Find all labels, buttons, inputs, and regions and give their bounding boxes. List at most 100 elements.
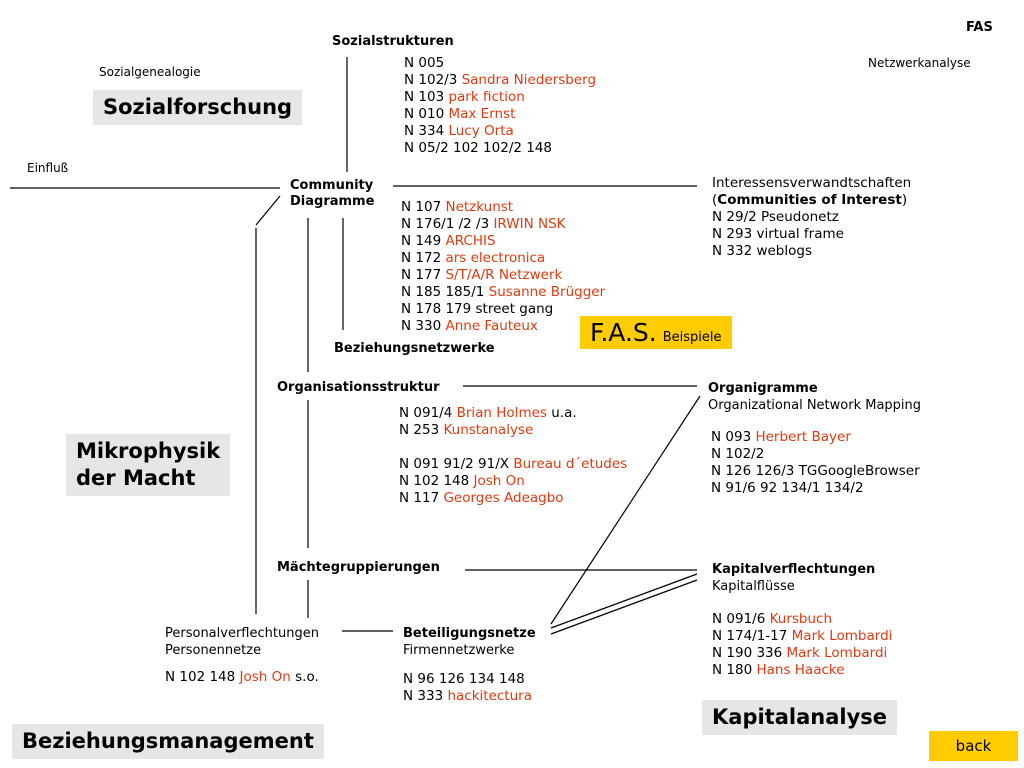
personal-label-line1: Personalverflechtungen: [165, 626, 319, 641]
einfluss-label: Einfluß: [27, 161, 69, 175]
beziehungsmanagement-box: Beziehungsmanagement: [12, 724, 324, 759]
personal-list: N 102 148 Josh On s.o.: [165, 669, 319, 686]
item-name-link[interactable]: Josh On: [473, 473, 525, 489]
item-ref: N 005: [404, 55, 445, 71]
list-item: N 103 park fiction: [404, 89, 596, 106]
item-ref: N 172: [401, 250, 442, 266]
list-item: N 253 Kunstanalyse: [399, 422, 577, 439]
item-name-link[interactable]: Herbert Bayer: [755, 429, 851, 445]
mikrophysik-line2: der Macht: [76, 466, 196, 490]
item-ref: N 178 179 street gang: [401, 301, 554, 317]
list-item: N 177 S/T/A/R Netzwerk: [401, 267, 605, 284]
item-ref: N 91/6 92 134/1 134/2: [711, 480, 864, 496]
list-item: N 91/6 92 134/1 134/2: [711, 480, 920, 497]
item-name-link[interactable]: Mark Lombardi: [791, 628, 893, 644]
kapitalverflechtungen-title: Kapitalverflechtungen: [712, 562, 876, 577]
item-name-link[interactable]: Bureau d´etudes: [513, 456, 628, 472]
list-item: N 091/4 Brian Holmes u.a.: [399, 405, 577, 422]
community-diagonal-line: [255, 195, 281, 226]
maechtegruppierungen-label: Mächtegruppierungen: [277, 560, 440, 575]
list-item: N 180 Hans Haacke: [712, 662, 892, 679]
item-name-link[interactable]: park fiction: [448, 89, 525, 105]
fas-beispiele-box[interactable]: F.A.S.Beispiele: [580, 316, 732, 349]
item-name-link[interactable]: ARCHIS: [445, 233, 496, 249]
item-ref: N 102 148: [399, 473, 470, 489]
list-item: N 093 Herbert Bayer: [711, 429, 920, 446]
item-name-link[interactable]: Georges Adeagbo: [443, 490, 564, 506]
item-name-link[interactable]: Lucy Orta: [448, 123, 514, 139]
list-item: N 102/2: [711, 446, 920, 463]
item-name-link[interactable]: S/T/A/R Netzwerk: [445, 267, 563, 283]
item-ref: N 091 91/2 91/X: [399, 456, 510, 472]
item-name-link[interactable]: Netzkunst: [445, 199, 514, 215]
item-name-link[interactable]: Kunstanalyse: [443, 422, 534, 438]
item-ref: N 253: [399, 422, 440, 438]
organizational-mapping-label: Organizational Network Mapping: [708, 398, 922, 413]
item-ref: N 010: [404, 106, 445, 122]
list-item: N 96 126 134 148: [403, 671, 532, 688]
mikrophysik-box: Mikrophysik der Macht: [66, 434, 231, 496]
page-subtitle: Netzwerkanalyse: [868, 56, 971, 70]
item-ref: N 093: [711, 429, 752, 445]
item-ref: N 96 126 134 148: [403, 671, 525, 687]
list-item: N 091 91/2 91/X Bureau d´etudes: [399, 456, 627, 473]
item-name-link[interactable]: Brian Holmes: [456, 405, 547, 421]
personalverflechtungen-label: Personalverflechtungen Personennetze: [165, 625, 319, 659]
mikrophysik-line1: Mikrophysik: [76, 439, 221, 463]
item-suffix: s.o.: [290, 669, 319, 685]
item-ref: N 149: [401, 233, 442, 249]
back-button[interactable]: back: [929, 731, 1018, 761]
item-ref: N 102/2: [711, 446, 765, 462]
list-item: N 05/2 102 102/2 148: [404, 140, 596, 157]
item-ref: N 177: [401, 267, 442, 283]
item-ref: N 05/2 102 102/2 148: [404, 140, 553, 156]
interessens-block: Interessensverwandtschaften (Communities…: [712, 175, 911, 260]
item-ref: N 180: [712, 662, 753, 678]
kapitalfluesse-label: Kapitalflüsse: [712, 579, 795, 594]
item-name-link[interactable]: Anne Fauteux: [445, 318, 538, 334]
item-name-link[interactable]: ars electronica: [445, 250, 546, 266]
list-item: N 107 Netzkunst: [401, 199, 605, 216]
communities-of-interest-text: Communities of Interest: [717, 192, 902, 208]
item-ref: N 176/1 /2 /3: [401, 216, 490, 232]
list-item: N 102/3 Sandra Niedersberg: [404, 72, 596, 89]
beteiligung-to-organigramme-line: [550, 395, 701, 625]
community-label-line1: Community: [290, 178, 374, 193]
beteiligungsnetze-label: Beteiligungsnetze Firmennetzwerke: [403, 625, 536, 659]
item-ref: N 107: [401, 199, 442, 215]
interessens-title: Interessensverwandtschaften: [712, 175, 912, 191]
beteiligung-to-kapital-line-1: [550, 573, 698, 629]
item-suffix: u.a.: [546, 405, 577, 421]
list-item: N 333 hackitectura: [403, 688, 532, 705]
personal-label-line2: Personennetze: [165, 643, 262, 658]
kapitalanalyse-box: Kapitalanalyse: [702, 700, 898, 735]
item-name-link[interactable]: Josh On: [239, 669, 291, 685]
item-name-link[interactable]: Mark Lombardi: [786, 645, 888, 661]
item-name-link[interactable]: hackitectura: [447, 688, 532, 704]
item-name-link[interactable]: IRWIN NSK: [493, 216, 566, 232]
item-name-link[interactable]: Sandra Niedersberg: [461, 72, 597, 88]
item-ref: N 332 weblogs: [712, 243, 812, 259]
organisationsstruktur-label: Organisationsstruktur: [277, 380, 440, 395]
item-name-link[interactable]: Hans Haacke: [756, 662, 845, 678]
beispiele-label: Beispiele: [662, 330, 722, 345]
list-item: N 126 126/3 TGGoogleBrowser: [711, 463, 920, 480]
list-item: N 293 virtual frame: [712, 226, 911, 243]
item-ref: N 091/6: [712, 611, 766, 627]
list-item: N 332 weblogs: [712, 243, 911, 260]
item-name-link[interactable]: Max Ernst: [448, 106, 516, 122]
list-item: N 29/2 Pseudonetz: [712, 209, 911, 226]
item-name-link[interactable]: Kursbuch: [769, 611, 833, 627]
interessens-subtitle: (Communities of Interest): [712, 192, 908, 208]
community-label-line2: Diagramme: [290, 194, 375, 209]
community-diagramme-label: Community Diagramme: [290, 178, 374, 210]
list-item: N 176/1 /2 /3 IRWIN NSK: [401, 216, 605, 233]
item-name-link[interactable]: Susanne Brügger: [488, 284, 606, 300]
